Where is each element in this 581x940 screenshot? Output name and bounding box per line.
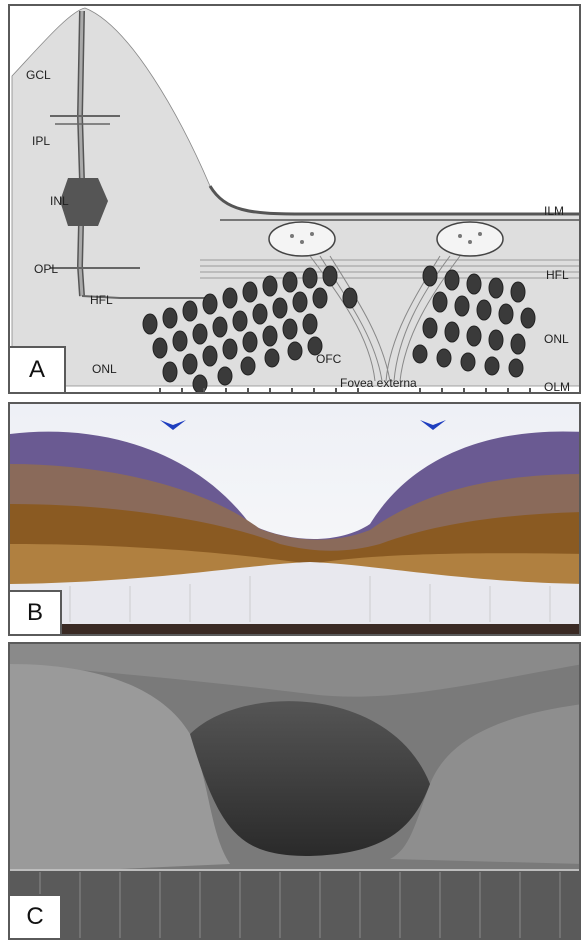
- label-hfl-left: HFL: [90, 293, 113, 307]
- histology-section-image: [10, 404, 581, 636]
- label-inl: INL: [50, 194, 69, 208]
- label-fovea-externa: Fovea externa: [340, 376, 417, 390]
- panel-b-letter: B: [10, 590, 62, 634]
- sem-image: [10, 644, 581, 940]
- label-ipl: IPL: [32, 134, 50, 148]
- label-ilm: ILM: [544, 204, 564, 218]
- label-hfl-right: HFL: [546, 268, 569, 282]
- fovea-schematic: [10, 6, 581, 394]
- label-ofc: OFC: [316, 352, 341, 366]
- label-gcl: GCL: [26, 68, 51, 82]
- label-onl-left: ONL: [92, 362, 117, 376]
- panel-a-fovea-diagram: GCL IPL INL OPL HFL ONL OFC Fovea extern…: [8, 4, 581, 394]
- label-onl-right: ONL: [544, 332, 569, 346]
- panel-c-letter: C: [10, 894, 62, 938]
- panel-c-sem: C: [8, 642, 581, 940]
- panel-a-letter: A: [10, 346, 66, 392]
- label-olm: OLM: [544, 380, 570, 394]
- label-opl: OPL: [34, 262, 58, 276]
- panel-b-histology: B: [8, 402, 581, 636]
